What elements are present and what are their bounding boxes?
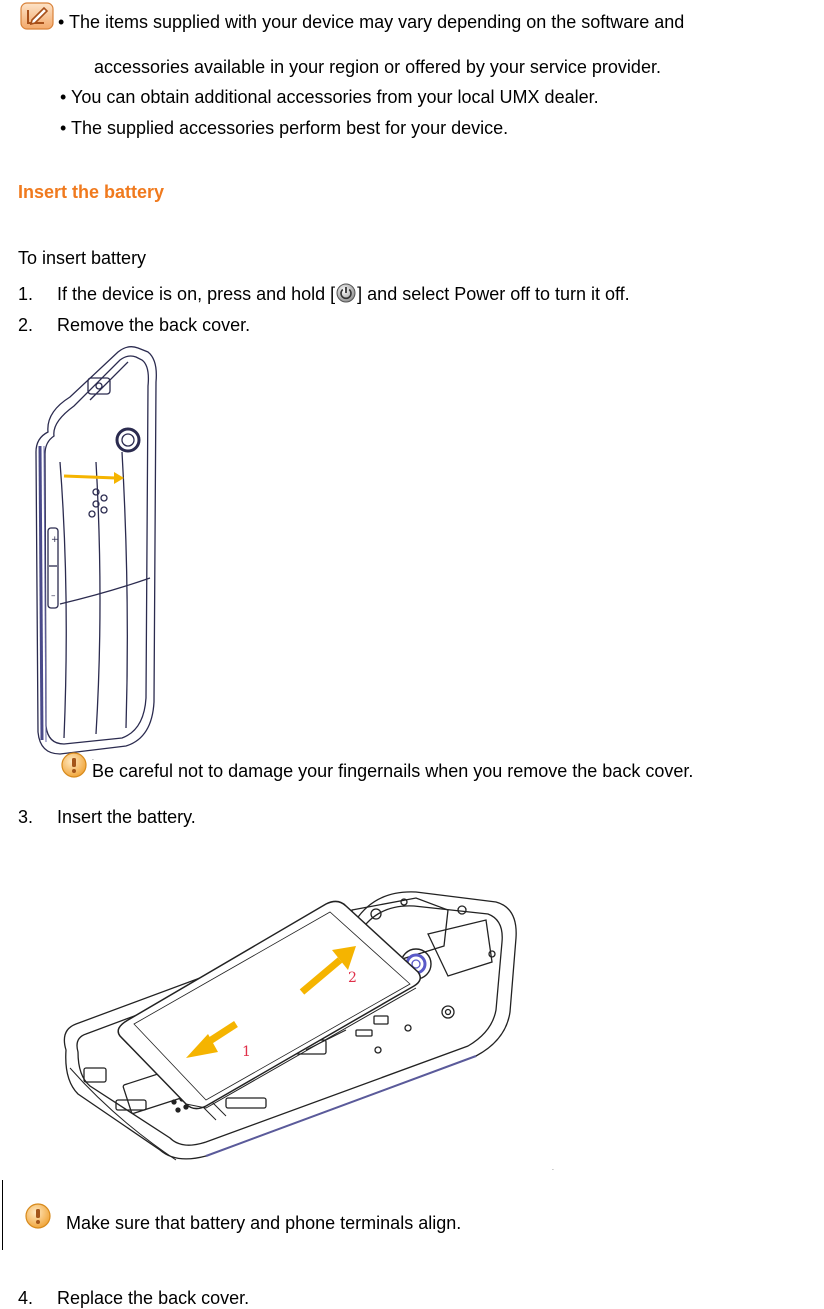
slide-arrow-icon [63, 474, 117, 480]
step-3-number: 3. [18, 807, 34, 827]
note-line-4: • The supplied accessories perform best … [60, 118, 509, 138]
caution-icon [61, 752, 87, 778]
caution-fingernails-text: Be careful not to damage your fingernail… [92, 761, 694, 781]
arrow-2-icon [299, 957, 343, 995]
step-3-text: Insert the battery. [57, 807, 196, 827]
step-1-text: If the device is on, press and hold [ ] a… [57, 283, 630, 305]
figure-label-1: 1 [242, 1044, 251, 1060]
step-1-text-after: ] and select Power off to turn it off. [357, 284, 630, 304]
svg-text:–: – [51, 591, 56, 601]
step-4-text: Replace the back cover. [57, 1288, 250, 1308]
step-1-text-before: If the device is on, press and hold [ [57, 284, 336, 304]
caution-icon [25, 1203, 51, 1229]
svg-text:+: + [51, 535, 59, 545]
note-line-3: • You can obtain additional accessories … [60, 87, 599, 107]
step-2-number: 2. [18, 315, 34, 335]
svg-text:.: . [552, 1165, 554, 1172]
battery-insert-illustration: 2 1 . [56, 880, 560, 1172]
caution-terminals-text: Make sure that battery and phone termina… [66, 1213, 462, 1233]
figure-label-2: 2 [348, 970, 357, 986]
section-title: Insert the battery [18, 182, 165, 202]
back-cover-illustration: + – . [30, 342, 170, 762]
step-1-number: 1. [18, 284, 34, 304]
note-pencil-icon [20, 2, 54, 30]
section-intro: To insert battery [18, 248, 147, 268]
step-4-number: 4. [18, 1288, 34, 1308]
note-line-2: accessories available in your region or … [94, 57, 661, 77]
svg-text:.: . [92, 755, 94, 762]
caution-border [2, 1180, 3, 1250]
step-2-text: Remove the back cover. [57, 315, 251, 335]
power-key-icon [336, 283, 356, 303]
note-line-1: • The items supplied with your device ma… [58, 12, 685, 32]
